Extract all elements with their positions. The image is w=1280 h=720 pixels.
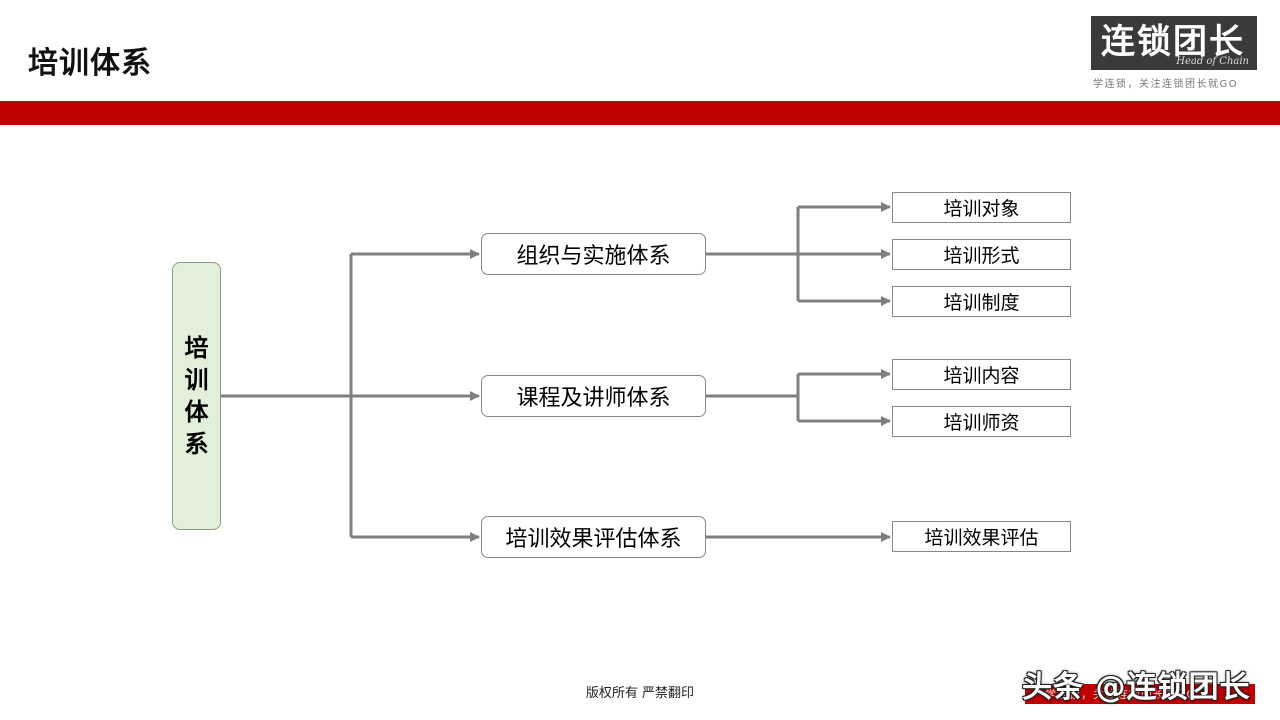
footer-red-strip (1025, 684, 1255, 704)
page-title: 培训体系 (28, 46, 152, 81)
platform-watermark: 头条 @连锁团长 (1022, 670, 1251, 705)
leaf-node-training-policy: 培训制度 (892, 286, 1071, 317)
footer-red-strip-text: 学连锁，关注连锁团长就GO (1045, 688, 1197, 701)
footer-copyright: 版权所有 严禁翻印 (585, 686, 695, 701)
leaf-node-training-content: 培训内容 (892, 359, 1071, 390)
logo-tagline: 学连锁，关注连锁团长就GO (1093, 79, 1239, 90)
branch-node-courses: 课程及讲师体系 (481, 375, 706, 417)
logo-sub-text: Head of Chain (1176, 56, 1249, 67)
branch-node-evaluation: 培训效果评估体系 (481, 516, 706, 558)
leaf-node-training-format: 培训形式 (892, 239, 1071, 270)
leaf-node-training-instructors: 培训师资 (892, 406, 1071, 437)
brand-logo: 连锁团长 Head of Chain (1091, 16, 1257, 70)
branch-node-organization: 组织与实施体系 (481, 233, 706, 275)
header-red-band (0, 101, 1280, 125)
root-node-label: 培训体系 (184, 334, 209, 458)
root-node: 培训体系 (172, 262, 221, 530)
leaf-node-training-evaluation: 培训效果评估 (892, 521, 1071, 552)
logo-main-text: 连锁团长 (1101, 22, 1245, 62)
leaf-node-training-target: 培训对象 (892, 192, 1071, 223)
